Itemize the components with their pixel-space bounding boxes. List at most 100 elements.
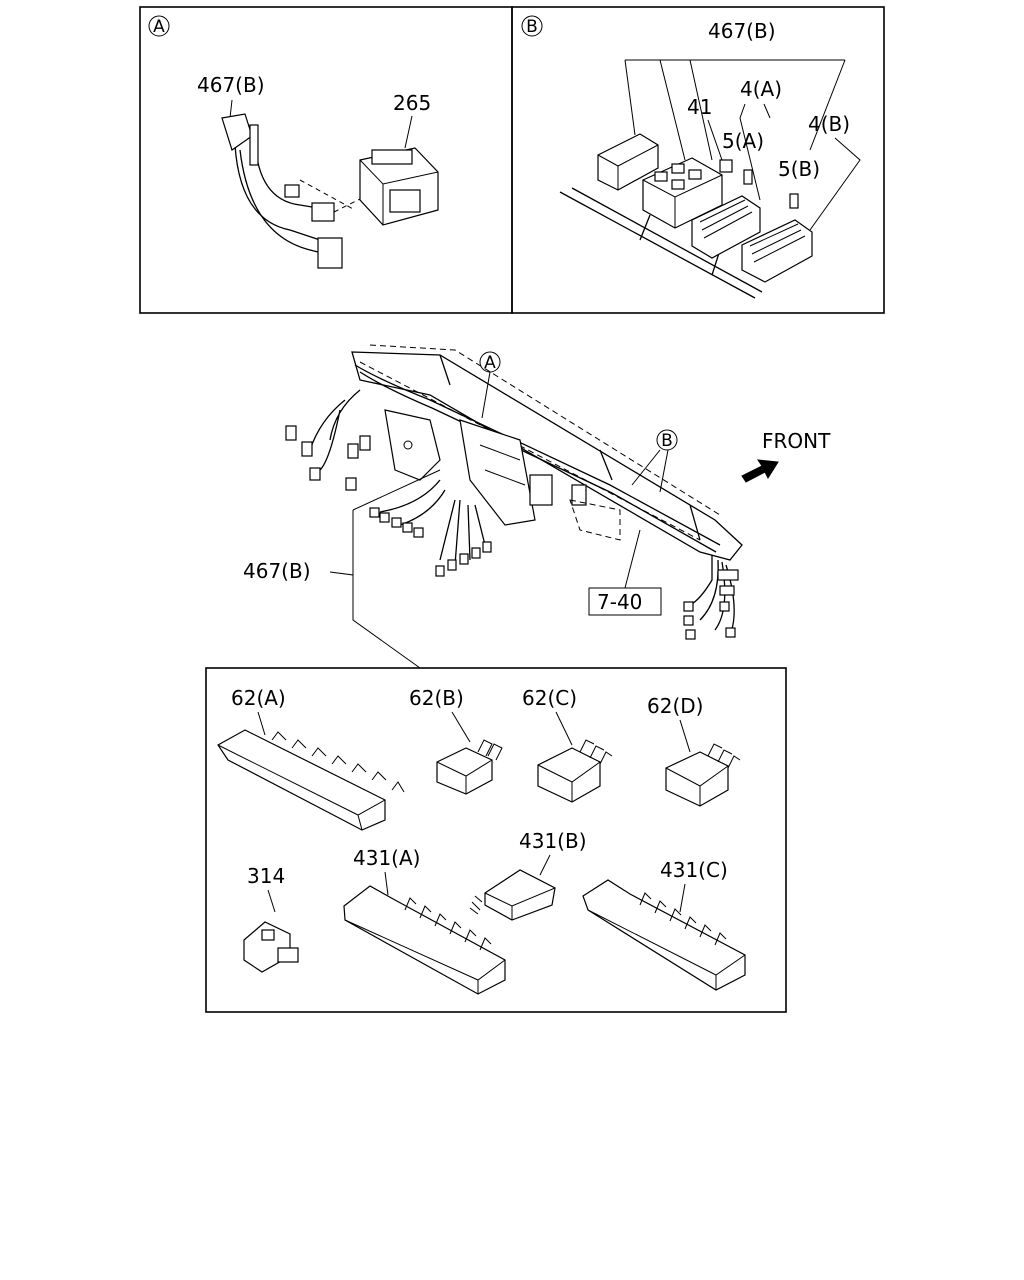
relay-box-edges: [642, 174, 723, 228]
leader-harness-b-drops: [624, 59, 846, 161]
callout-b-leaders: [631, 449, 669, 493]
lower-connector-5: [413, 527, 424, 538]
part-431c-edges: [587, 909, 746, 990]
panel-b-rail-1: [559, 191, 756, 299]
harness-a-sleeve: [221, 113, 253, 151]
fuse-box-4b: [741, 219, 813, 283]
part-62b-terminals: [477, 739, 503, 761]
main-harness-view: A B FRONT: [243, 344, 831, 669]
leader-62a: [257, 711, 266, 736]
right-connector-6: [685, 629, 696, 640]
connector-265-socket: [389, 189, 421, 213]
left-connector-2: [301, 441, 313, 457]
label-41: 41: [687, 95, 712, 119]
lower-connector-1: [369, 507, 380, 518]
fuse-box-4a: [691, 195, 761, 259]
panel-a-marker: A: [153, 17, 165, 37]
leader-41: [707, 119, 723, 161]
label-4b: 4(B): [808, 112, 850, 136]
label-7-40: 7-40: [597, 590, 642, 614]
relay-slot-4: [671, 179, 685, 190]
leader-7-40: [624, 529, 641, 589]
leader-4a: [739, 103, 771, 201]
relay-slot-2: [671, 163, 685, 174]
label-431b: 431(B): [519, 829, 587, 853]
label-5b: 5(B): [778, 157, 820, 181]
center-bracket-ribs: [479, 444, 526, 486]
label-harness-main: 467(B): [243, 559, 311, 583]
label-62a: 62(A): [231, 686, 286, 710]
right-connector-2: [719, 585, 735, 596]
lower-connector-6: [435, 565, 445, 577]
part-431c: [582, 879, 746, 991]
module-block-edges: [597, 144, 659, 190]
panel-b-rail-2: [571, 187, 763, 293]
dash-beam-brackets: [439, 354, 701, 541]
part-431a-edges: [344, 919, 506, 994]
callout-a-leader: [481, 371, 491, 419]
label-62c: 62(C): [522, 686, 577, 710]
left-connector-3: [347, 443, 359, 459]
callout-b-circle: [656, 429, 678, 451]
harness-trunk-2: [359, 371, 717, 553]
part-62a: [217, 729, 386, 831]
label-5a: 5(A): [722, 129, 764, 153]
right-connector-4: [719, 601, 730, 612]
right-connector-7: [725, 627, 736, 638]
part-314-tab: [277, 947, 299, 963]
front-label: FRONT: [762, 429, 831, 453]
part-5b-fuse: [789, 193, 799, 209]
part-62c: [537, 747, 601, 803]
leader-62c: [555, 711, 573, 746]
harness-a-tube: [249, 124, 259, 166]
part-62d-terminals: [707, 743, 741, 769]
leader-314: [267, 889, 276, 913]
dash-beam-hidden: [359, 344, 721, 541]
leader-431c: [679, 883, 686, 913]
module-block: [597, 133, 659, 191]
callout-b-label: B: [661, 431, 673, 451]
lower-connector-3: [391, 517, 402, 528]
part-62c-edges: [537, 761, 601, 802]
left-connector-6: [345, 477, 357, 491]
center-module-2: [571, 484, 587, 506]
harness-a-connector-3: [317, 237, 343, 269]
fuse-box-4a-rows: [699, 199, 753, 239]
label-62b: 62(B): [409, 686, 464, 710]
part-62a-terminals: [271, 731, 405, 793]
lower-connector-4: [402, 522, 413, 533]
lower-connector-10: [482, 541, 492, 553]
leader-harness-main: [329, 469, 441, 669]
leader-62b: [451, 711, 471, 743]
parts-box-frame: [205, 667, 787, 1013]
part-41-relay: [719, 159, 733, 173]
left-connector-1: [285, 425, 297, 441]
center-bracket: [459, 419, 536, 526]
label-harness-a: 467(B): [197, 73, 265, 97]
harness-trunk-1: [354, 364, 721, 546]
part-62d-edges: [665, 765, 729, 806]
panel-b-marker: B: [526, 17, 538, 37]
label-62d: 62(D): [647, 694, 703, 718]
harness-a-wire-3: [239, 149, 331, 256]
relay-slot-1: [654, 171, 668, 182]
leader-265: [404, 115, 413, 149]
lower-connector-9: [471, 547, 481, 559]
harness-a-connector-1: [284, 184, 300, 198]
part-5a-fuse: [743, 169, 753, 185]
part-62b-edges: [436, 759, 493, 794]
part-62d: [665, 751, 729, 807]
connector-265-top: [371, 149, 413, 165]
part-431a: [343, 885, 506, 995]
right-branch-wires: [689, 555, 735, 636]
label-431c: 431(C): [660, 858, 728, 882]
part-431c-terminals: [639, 892, 727, 946]
harness-a-dashed-guides: [299, 179, 363, 213]
panel-b-frame: [511, 6, 885, 314]
part-431b: [484, 869, 556, 921]
lower-connector-8: [459, 553, 469, 565]
harness-a-connector-2: [311, 202, 335, 222]
center-module-1: [529, 474, 553, 506]
lower-connector-2: [379, 512, 390, 523]
